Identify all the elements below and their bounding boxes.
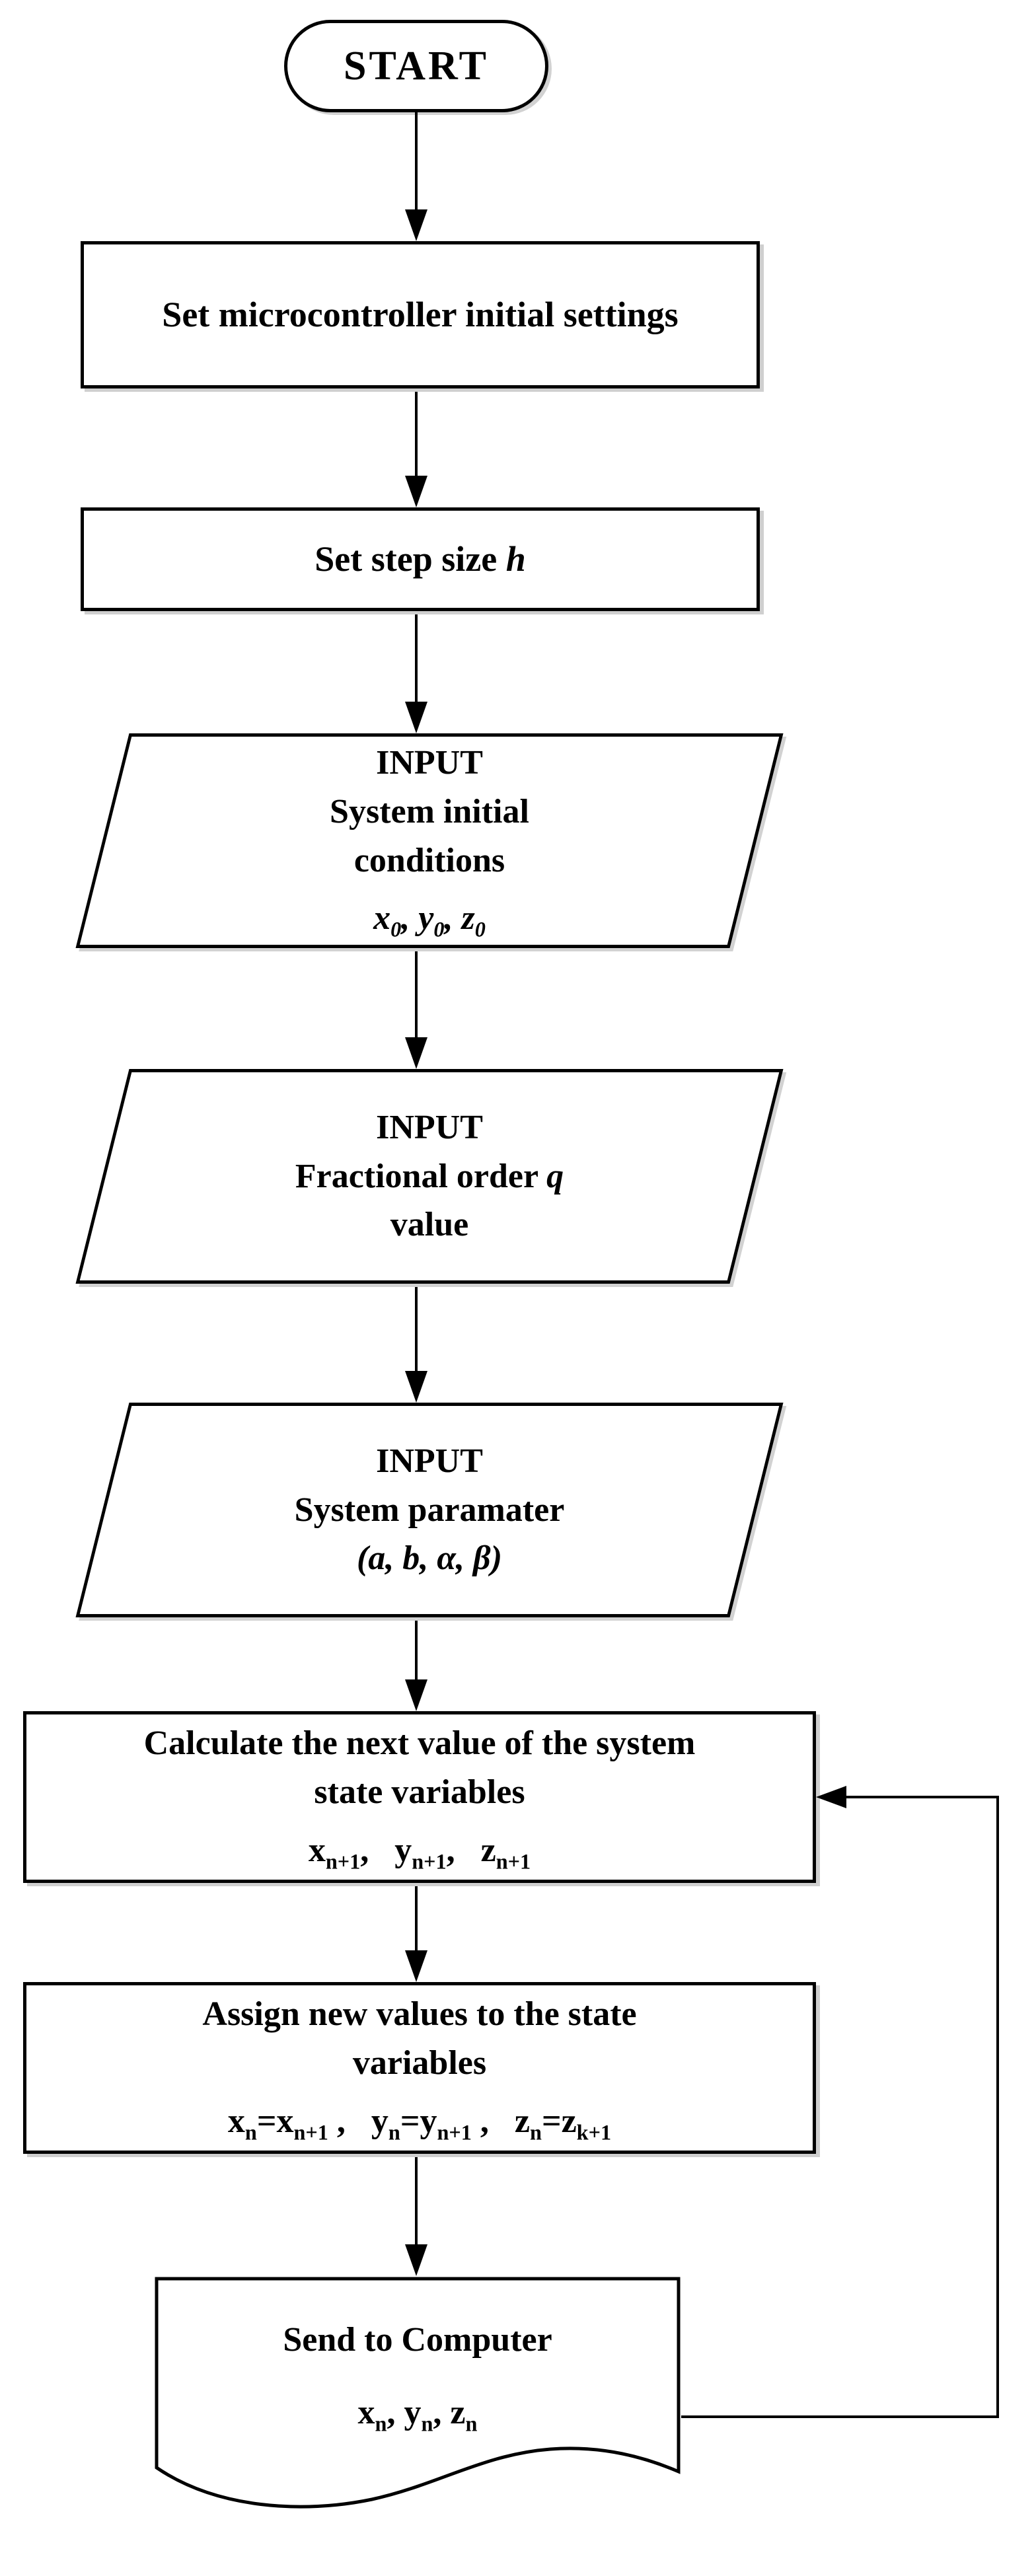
process-set-microcontroller: Set microcontroller initial settings xyxy=(81,241,760,388)
flow-arrow-down-7 xyxy=(405,1883,427,1982)
flow-arrow-down-5 xyxy=(405,1284,427,1403)
flow-arrow-down-1 xyxy=(405,112,427,241)
flow-arrow-down-6 xyxy=(405,1617,427,1711)
process-set-step-size-text: Set step size h xyxy=(314,539,526,579)
loop-line-bottom xyxy=(681,2415,999,2418)
process-set-microcontroller-text: Set microcontroller initial settings xyxy=(162,295,679,335)
flow-arrow-down-3 xyxy=(405,611,427,733)
loop-line-top xyxy=(843,1796,999,1798)
start-label: START xyxy=(344,43,489,89)
flow-arrow-down-8 xyxy=(405,2154,427,2276)
flow-arrow-down-4 xyxy=(405,948,427,1069)
terminator-start: START xyxy=(284,20,548,112)
flow-arrow-down-2 xyxy=(405,388,427,507)
process-set-step-size: Set step size h xyxy=(81,507,760,611)
document-shape-outline xyxy=(155,2277,681,2509)
loop-line-right xyxy=(996,1796,999,2418)
arrow-left-icon xyxy=(816,1786,846,1808)
